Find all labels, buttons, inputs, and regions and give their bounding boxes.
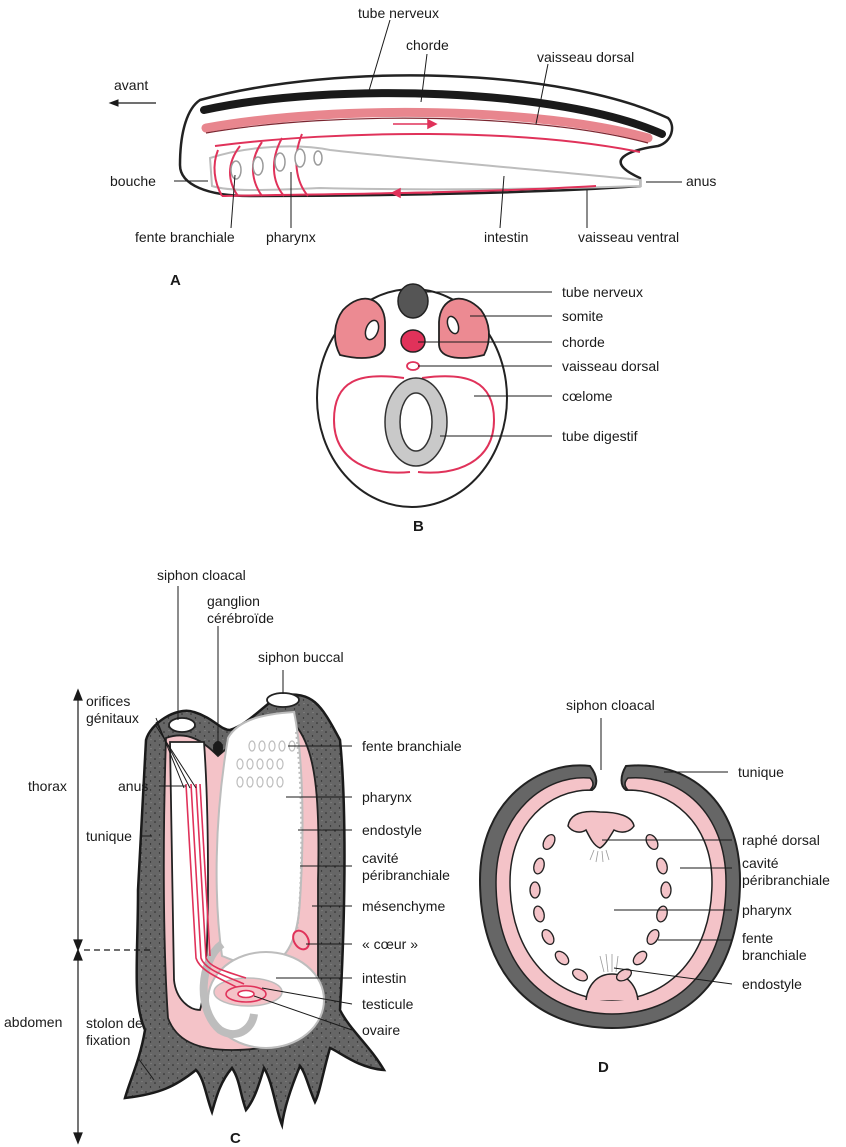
label-tube-nerveux-a: tube nerveux	[358, 5, 439, 21]
label-testicule: testicule	[362, 996, 414, 1012]
panel-label-b: B	[413, 518, 424, 535]
label-vaisseau-ventral-a: vaisseau ventral	[578, 229, 679, 245]
label-ovaire: ovaire	[362, 1022, 400, 1038]
somite-right	[439, 299, 489, 358]
label-stolon-2: fixation	[86, 1032, 130, 1048]
panel-c-ascidian: siphon cloacal ganglion cérébroïde sipho…	[4, 567, 462, 1147]
label-endostyle-c: endostyle	[362, 822, 422, 838]
panel-a-lateral-view: tube nerveux chorde vaisseau dorsal avan…	[110, 5, 716, 289]
label-ganglion-1: ganglion	[207, 593, 260, 609]
panel-b-cross-section: tube nerveux somite chorde vaisseau dors…	[317, 284, 659, 535]
label-tube-nerveux-b: tube nerveux	[562, 284, 643, 300]
panel-label-d: D	[598, 1059, 609, 1076]
label-intestin-a: intestin	[484, 229, 528, 245]
label-pharynx-a: pharynx	[266, 229, 316, 245]
siphon-buccal-rim	[267, 693, 299, 707]
label-fente-branchiale-a: fente branchiale	[135, 229, 235, 245]
notochord-b	[401, 330, 425, 352]
label-vaisseau-dorsal-b: vaisseau dorsal	[562, 358, 659, 374]
label-tunique-c: tunique	[86, 828, 132, 844]
label-mesenchyme: mésenchyme	[362, 898, 445, 914]
label-cavite-d-1: cavité	[742, 855, 779, 871]
label-siphon-cloacal-c: siphon cloacal	[157, 567, 246, 583]
label-siphon-cloacal-d: siphon cloacal	[566, 697, 655, 713]
label-anus-a: anus	[686, 173, 716, 189]
label-chorde-b: chorde	[562, 334, 605, 350]
label-anus-c: anus	[118, 778, 148, 794]
nerve-tube-b	[398, 284, 428, 318]
label-siphon-buccal: siphon buccal	[258, 649, 344, 665]
avant-arrow	[110, 100, 156, 106]
label-vaisseau-dorsal-a: vaisseau dorsal	[537, 49, 634, 65]
label-bouche: bouche	[110, 173, 156, 189]
label-tunique-d: tunique	[738, 764, 784, 780]
label-pharynx-c: pharynx	[362, 789, 412, 805]
label-raphe-dorsal: raphé dorsal	[742, 832, 820, 848]
label-coeur: « cœur »	[362, 936, 418, 952]
label-intestin-c: intestin	[362, 970, 406, 986]
panel-d-cross-section: siphon cloacal tunique raphé dorsal cavi…	[480, 697, 830, 1076]
label-fente-d-1: fente	[742, 930, 773, 946]
label-endostyle-d: endostyle	[742, 976, 802, 992]
ganglion-c	[213, 741, 223, 755]
label-chorde-a: chorde	[406, 37, 449, 53]
label-pharynx-d: pharynx	[742, 902, 792, 918]
label-thorax: thorax	[28, 778, 67, 794]
label-tube-digestif: tube digestif	[562, 428, 638, 444]
label-cavite-c-1: cavité	[362, 850, 399, 866]
label-stolon-1: stolon de	[86, 1015, 143, 1031]
dorsal-vessel-b	[407, 362, 419, 370]
label-fente-d-2: branchiale	[742, 947, 807, 963]
label-somite: somite	[562, 308, 603, 324]
panel-label-a: A	[170, 272, 181, 289]
label-orifices-1: orifices	[86, 693, 130, 709]
label-ganglion-2: cérébroïde	[207, 610, 274, 626]
label-cavite-c-2: péribranchiale	[362, 867, 450, 883]
label-avant: avant	[114, 77, 148, 93]
label-abdomen: abdomen	[4, 1014, 62, 1030]
label-fente-branchiale-c: fente branchiale	[362, 738, 462, 754]
panel-label-c: C	[230, 1130, 241, 1147]
label-coelome: cœlome	[562, 388, 613, 404]
label-orifices-2: génitaux	[86, 710, 139, 726]
label-cavite-d-2: péribranchiale	[742, 872, 830, 888]
